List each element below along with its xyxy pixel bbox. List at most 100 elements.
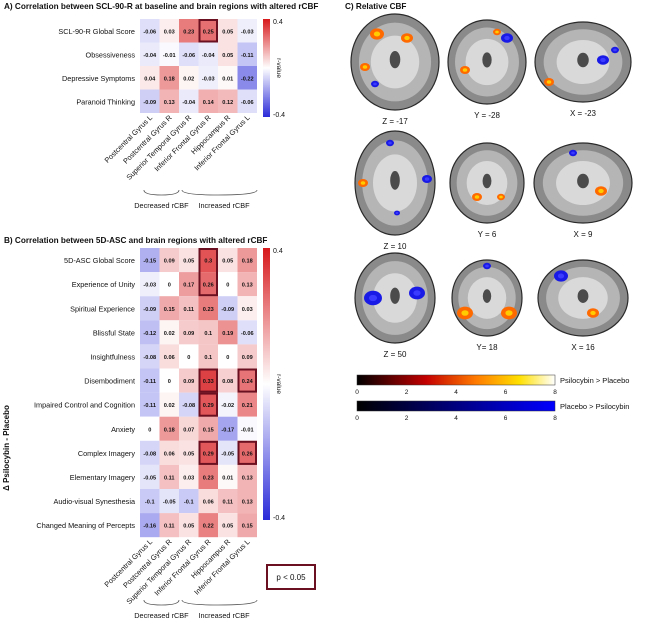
cell-value: -0.05 [221, 451, 234, 457]
significance-legend-label: p < 0.05 [276, 573, 306, 582]
heatmap-cell [218, 416, 238, 441]
row-label: 5D-ASC Global Score [64, 256, 135, 265]
cell-value: -0.06 [241, 100, 254, 106]
group-label-decreased: Decreased rCBF [134, 611, 189, 620]
colorbar-max-label: 0.4 [273, 19, 283, 26]
heatmap-cell [237, 344, 257, 369]
heatmap-cell [179, 66, 199, 90]
group-label-increased: Increased rCBF [198, 201, 250, 210]
cell-value: 0.18 [242, 259, 253, 265]
activation-decrease-core [413, 290, 421, 296]
colorbar-tick-label: 4 [454, 415, 458, 422]
row-label: SCL-90-R Global Score [58, 27, 135, 36]
cell-value: -0.11 [241, 53, 253, 59]
brain-slice: Y= 18 [451, 259, 523, 352]
cell-value: 0.15 [203, 427, 214, 433]
row-label: Depressive Symptoms [62, 74, 135, 83]
brain-slice: Y = 6 [449, 142, 525, 239]
cell-value: 0.22 [203, 524, 214, 530]
heatmap-cell [159, 392, 179, 417]
colorbar-tick-label: 2 [405, 415, 409, 422]
heatmap-cell [179, 489, 199, 514]
increased-bracket [181, 189, 258, 196]
cell-value: -0.06 [143, 29, 156, 35]
row-label: Paranoid Thinking [76, 97, 135, 106]
colorbar-title: r-value [275, 58, 282, 78]
cell-value: 0.29 [203, 403, 214, 409]
cell-value: 0.1 [204, 331, 212, 337]
heatmap-cell [218, 248, 238, 273]
heatmap-cell [237, 89, 257, 113]
cell-value: 0.18 [164, 76, 175, 82]
heatmap-cell [140, 320, 160, 345]
heatmap-cell [140, 513, 160, 538]
rvalue-colorbar [263, 19, 270, 117]
heatmap-cell [198, 296, 218, 321]
heatmap-cell [218, 440, 238, 465]
decreased-bracket [143, 599, 180, 606]
cell-value: 0.01 [222, 76, 233, 82]
activation-increase-core [360, 181, 366, 185]
heatmap-cell [198, 392, 218, 417]
heatmap-cell [237, 320, 257, 345]
cell-value: 0.03 [183, 475, 194, 481]
heatmap-cell [237, 19, 257, 43]
activation-increase-core [590, 310, 596, 316]
heatmap-cell [140, 464, 160, 489]
cell-value: 0.15 [242, 524, 253, 530]
cell-value: -0.05 [163, 500, 176, 506]
colorbar-min-label: -0.4 [273, 112, 285, 119]
heatmap-cell [218, 344, 238, 369]
heatmap-cell [218, 513, 238, 538]
colorbar-psilocybin-gt-placebo [356, 374, 556, 386]
colorbar-blue-label: Placebo > Psilocybin [560, 402, 629, 411]
cell-value: -0.03 [143, 283, 156, 289]
heatmap-cell [140, 489, 160, 514]
heatmap-cell [179, 440, 199, 465]
slice-coordinate-label: Z = -17 [382, 117, 408, 126]
heatmap-cell [218, 464, 238, 489]
cell-value: 0.11 [164, 524, 175, 530]
activation-decrease-core [557, 273, 565, 279]
heatmap-cell [179, 416, 199, 441]
cell-value: -0.15 [143, 259, 156, 265]
significance-box [198, 368, 218, 393]
heatmap-cell [179, 344, 199, 369]
heatmap-cell [159, 248, 179, 273]
heatmap-cell [140, 272, 160, 297]
cell-value: 0.09 [242, 355, 253, 361]
heatmap-cell [159, 489, 179, 514]
brain-slice: Z = 50 [354, 252, 436, 359]
row-label: Impaired Control and Cognition [34, 401, 135, 410]
heatmap-cell [237, 42, 257, 66]
heatmap-cell [237, 416, 257, 441]
heatmap-cell [159, 368, 179, 393]
brain-slice: X = -23 [534, 21, 632, 118]
brain-slice: X = 16 [537, 259, 629, 352]
y-axis-label: Δ Psilocybin - Placebo [2, 405, 11, 491]
cell-value: -0.16 [143, 524, 156, 530]
heatmap-cell [140, 344, 160, 369]
heatmap-cell [159, 19, 179, 43]
heatmap-cell [198, 368, 218, 393]
row-label: Audio-visual Synesthesia [53, 497, 135, 506]
cell-value: -0.06 [241, 331, 254, 337]
heatmap-cell [218, 42, 238, 66]
heatmap-cell [140, 392, 160, 417]
colorbar-tick-label: 8 [553, 389, 557, 396]
heatmap-cell [198, 89, 218, 113]
cell-value: 0.33 [203, 379, 214, 385]
heatmap-cell [179, 320, 199, 345]
heatmap-cell [198, 66, 218, 90]
cell-value: 0.19 [222, 331, 233, 337]
slice-coordinate-label: Y= 18 [476, 343, 498, 352]
cell-value: -0.1 [184, 500, 194, 506]
brain-slice: X = 9 [533, 142, 633, 239]
heatmap-cell [237, 66, 257, 90]
group-label-decreased: Decreased rCBF [134, 201, 189, 210]
brain-slice: Z = -17 [350, 13, 440, 126]
heatmap-cell [179, 513, 199, 538]
cell-value: -0.03 [202, 76, 215, 82]
cell-value: -0.03 [241, 29, 254, 35]
cell-value: 0.04 [144, 76, 156, 82]
